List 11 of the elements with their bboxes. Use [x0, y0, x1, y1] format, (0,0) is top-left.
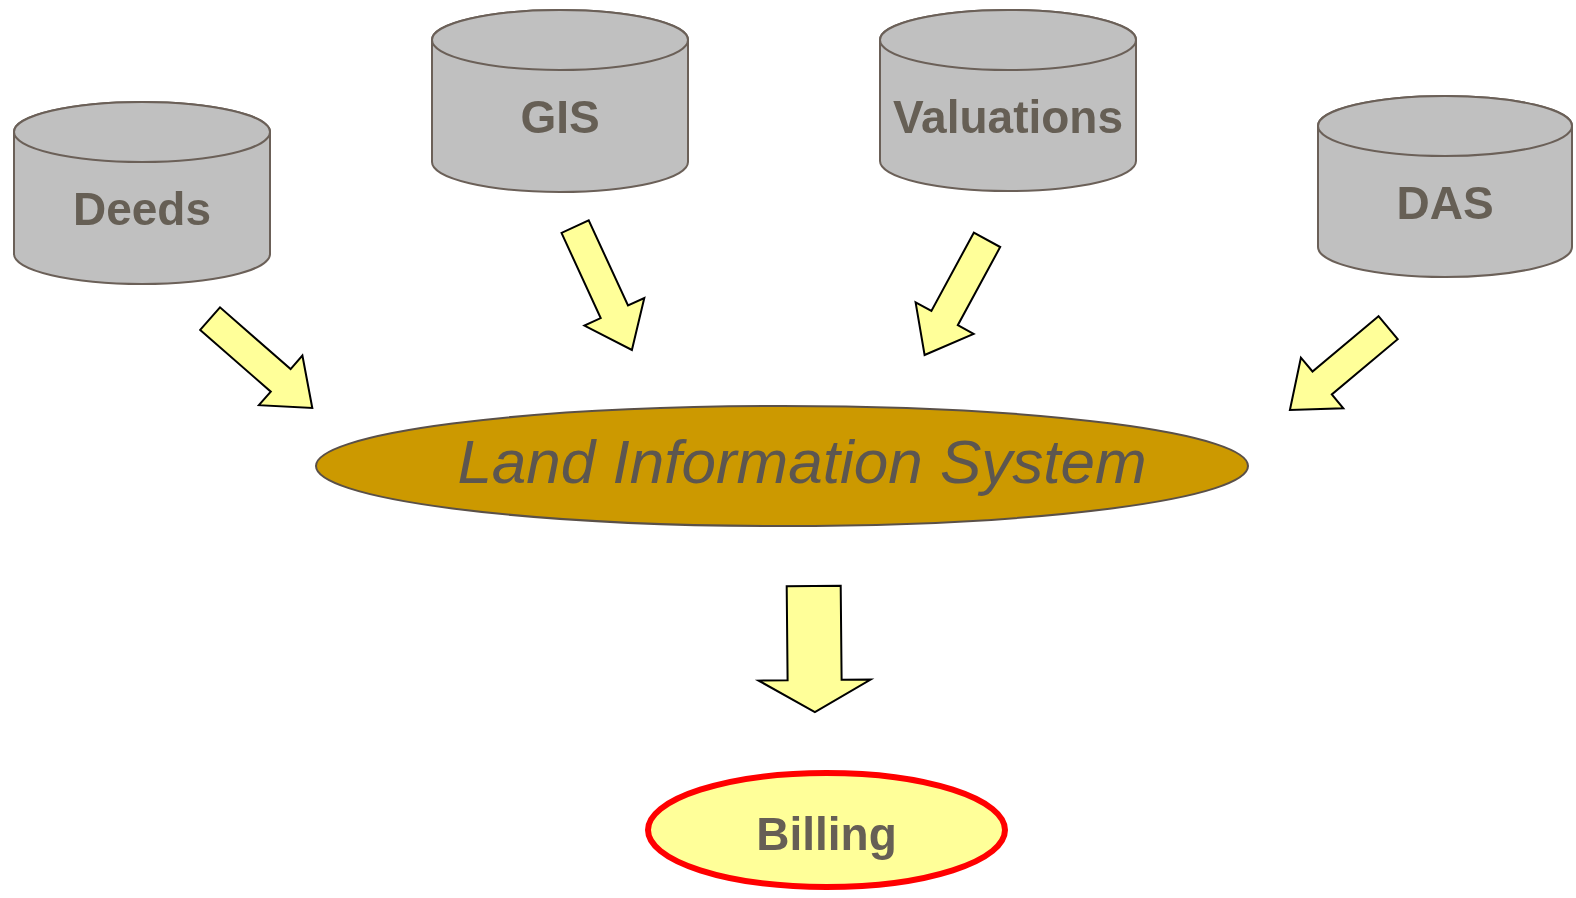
- node-label: Valuations: [891, 90, 1125, 144]
- block-arrow: [560, 218, 646, 352]
- node-label: GIS: [519, 90, 601, 144]
- block-arrow: [914, 231, 1002, 357]
- node-label: Billing: [755, 807, 898, 861]
- block-arrow: [754, 584, 875, 714]
- node-label: Land Information System: [456, 426, 1148, 497]
- node-label: Deeds: [71, 182, 213, 236]
- block-arrow: [1288, 314, 1400, 412]
- block-arrow: [198, 305, 314, 410]
- node-label: DAS: [1395, 176, 1495, 230]
